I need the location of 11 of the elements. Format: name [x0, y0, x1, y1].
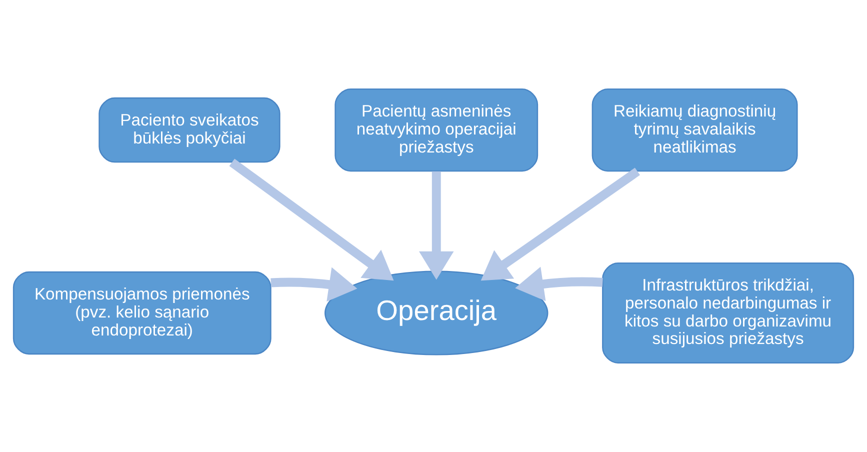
arrow [515, 266, 603, 302]
arrow [270, 267, 358, 302]
node-box: Paciento sveikatos būklės pokyčiai [98, 97, 280, 163]
node-box: Reikiamų diagnostinių tyrimų savalaikis neatlikimas [592, 88, 798, 172]
node-box: Kompensuojamos priemonės (pvz. kelio sąnario endoprotezai) [12, 271, 272, 355]
node-ellipse: Operacija [324, 270, 548, 356]
node-box: Infrastruktūros trikdžiai, personalo nedarbingumas ir kitos su darbo organizavimu susijusios priežastys [602, 262, 854, 364]
arrow [418, 171, 454, 280]
node-box: Pacientų asmeninės neatvykimo operacijai priežastys [334, 88, 538, 172]
arrow [229, 158, 394, 281]
arrow [480, 168, 640, 281]
